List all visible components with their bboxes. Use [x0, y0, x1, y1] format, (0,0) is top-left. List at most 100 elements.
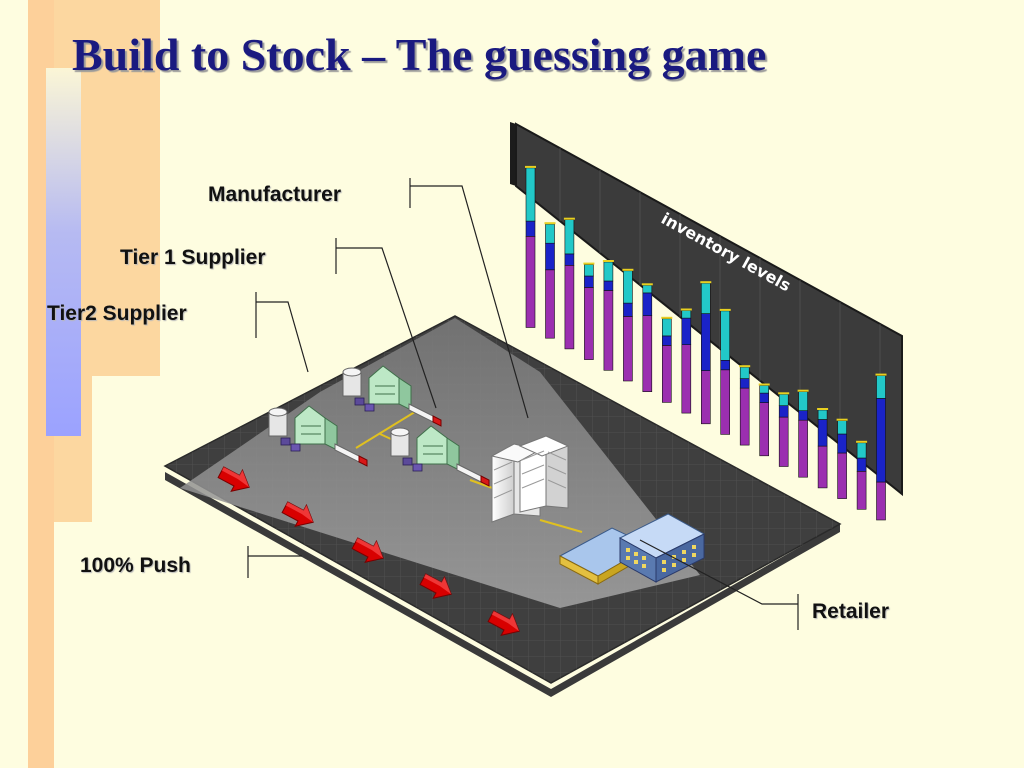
- inventory-bar-cap: [778, 392, 790, 395]
- inventory-bar-blue: [759, 392, 770, 403]
- inventory-bar-cyan: [525, 167, 536, 222]
- inventory-bar-blue: [720, 359, 731, 371]
- inventory-bar-magenta: [623, 316, 633, 382]
- inventory-bar-magenta: [876, 481, 886, 521]
- label-manufacturer: Manufacturer: [208, 183, 342, 206]
- inventory-bar-cap: [525, 165, 536, 168]
- retailer-building: [558, 513, 706, 585]
- label-tier2-supplier: Tier2 Supplier: [47, 302, 187, 325]
- inventory-bar-blue: [564, 253, 575, 266]
- inventory-bar-cap: [836, 418, 848, 421]
- inventory-bar-cap: [661, 316, 673, 319]
- inventory-column: [563, 217, 575, 350]
- inventory-column: [739, 365, 751, 446]
- inventory-bar-cap: [875, 373, 887, 376]
- inventory-bar-cap: [680, 308, 692, 311]
- inventory-bar-cyan: [623, 270, 633, 304]
- manufacturer-building: [490, 435, 570, 523]
- inventory-bar-cyan: [564, 219, 575, 255]
- inventory-bar-cap: [641, 283, 653, 286]
- inventory-bars: [525, 165, 887, 521]
- inventory-bar-magenta: [837, 452, 847, 499]
- inventory-bar-blue: [584, 275, 594, 288]
- inventory-bar-magenta: [700, 370, 711, 425]
- inventory-bar-cyan: [642, 284, 653, 294]
- inventory-bar-cyan: [681, 310, 692, 319]
- inventory-column: [661, 316, 673, 403]
- inventory-bar-magenta: [525, 236, 536, 328]
- inventory-bar-cyan: [720, 310, 731, 361]
- inventory-bar-cyan: [817, 409, 828, 420]
- inventory-bar-magenta: [564, 264, 575, 350]
- inventory-bar-magenta: [759, 402, 770, 457]
- inventory-bar-cap: [602, 260, 614, 262]
- inventory-column: [778, 392, 790, 467]
- inventory-bar-blue: [817, 419, 828, 447]
- inventory-bar-cyan: [661, 318, 672, 337]
- inventory-bar-blue: [739, 378, 750, 389]
- inventory-bar-magenta: [817, 445, 828, 489]
- inventory-bar-blue: [525, 220, 536, 237]
- inventory-bar-cap: [700, 281, 712, 284]
- inventory-bar-blue: [681, 317, 692, 346]
- inventory-bar-blue: [700, 313, 711, 371]
- inventory-column: [875, 373, 887, 521]
- inventory-bar-cap: [856, 440, 868, 443]
- inventory-bar-cap: [622, 268, 634, 271]
- label-retailer: Retailer: [812, 600, 890, 623]
- inventory-bar-cyan: [837, 420, 847, 435]
- inventory-column: [836, 418, 848, 499]
- inventory-column: [700, 281, 712, 425]
- inventory-column: [758, 383, 770, 457]
- inventory-bar-blue: [545, 242, 555, 271]
- inventory-bar-magenta: [661, 345, 672, 403]
- inventory-column: [622, 268, 634, 382]
- inventory-bar-blue: [876, 398, 886, 483]
- label-push: 100% Push: [80, 554, 191, 577]
- inventory-bar-blue: [778, 405, 789, 418]
- inventory-bar-cyan: [856, 442, 867, 459]
- inventory-column: [856, 440, 868, 510]
- inventory-column: [544, 222, 556, 339]
- inventory-bar-blue: [642, 292, 653, 316]
- inventory-column: [525, 165, 536, 328]
- inventory-bar-magenta: [798, 419, 808, 478]
- inventory-bar-cyan: [603, 261, 614, 282]
- decor-strip-blue: [46, 68, 81, 436]
- inventory-bar-cap: [563, 217, 575, 220]
- inventory-bar-cap: [583, 262, 595, 265]
- inventory-bar-magenta: [739, 387, 750, 446]
- board-side: [510, 122, 516, 186]
- inventory-bar-cyan: [876, 375, 886, 399]
- inventory-bar-cyan: [545, 223, 555, 244]
- inventory-column: [583, 262, 595, 360]
- inventory-column: [641, 283, 653, 393]
- inventory-column: [719, 308, 731, 435]
- inventory-bar-cyan: [584, 264, 594, 277]
- inventory-bar-cyan: [778, 393, 789, 406]
- inventory-bar-cyan: [739, 366, 750, 379]
- inventory-bar-cap: [739, 365, 751, 368]
- inventory-bar-cyan: [759, 385, 770, 394]
- inventory-bar-magenta: [603, 290, 614, 371]
- inventory-column: [817, 408, 829, 489]
- inventory-bar-cap: [758, 383, 770, 386]
- inventory-bar-blue: [623, 302, 633, 317]
- inventory-column: [797, 389, 809, 478]
- inventory-bar-magenta: [778, 416, 789, 467]
- inventory-column: [602, 260, 614, 371]
- inventory-bar-magenta: [545, 269, 555, 339]
- inventory-bar-cap: [817, 408, 829, 410]
- inventory-bar-blue: [856, 457, 867, 472]
- inventory-bar-magenta: [856, 470, 867, 510]
- inventory-bar-cap: [797, 389, 809, 392]
- inventory-bar-blue: [837, 433, 847, 454]
- inventory-bar-magenta: [584, 287, 594, 360]
- inventory-column: [680, 308, 692, 414]
- inventory-bar-blue: [603, 280, 614, 291]
- inventory-bar-blue: [661, 335, 672, 346]
- inventory-bar-cap: [719, 308, 731, 311]
- leader-lines: [247, 178, 799, 630]
- inventory-bar-cap: [544, 222, 556, 225]
